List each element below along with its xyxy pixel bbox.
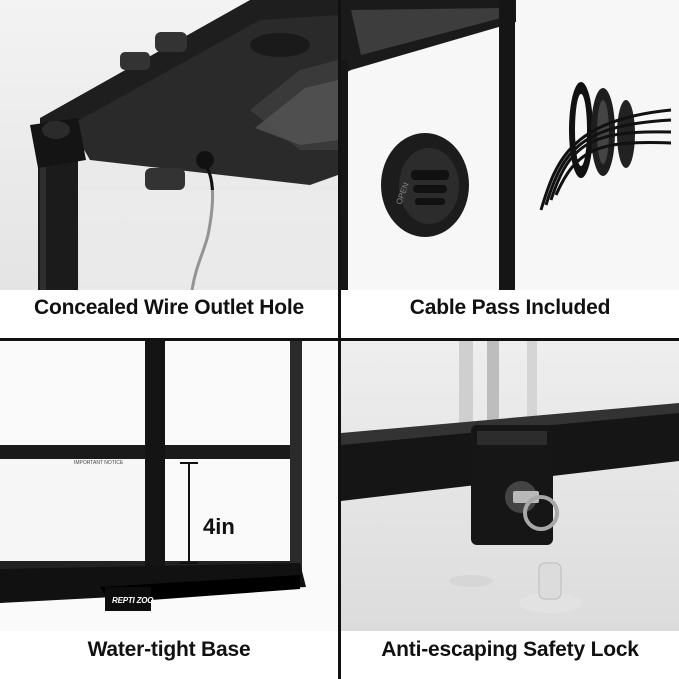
brand-logo-text: REPTI ZOO <box>112 596 154 605</box>
caption-water-tight-base: Water-tight Base <box>87 638 251 661</box>
panel-concealed-wire-outlet: Concealed Wire Outlet Hole <box>0 0 338 338</box>
wire-outlet-photo <box>0 0 338 290</box>
horizontal-divider <box>0 338 679 341</box>
panel-safety-lock: Anti-escaping Safety Lock <box>341 341 679 679</box>
notice-label: IMPORTANT NOTICE <box>74 460 124 466</box>
caption-concealed-wire-outlet: Concealed Wire Outlet Hole <box>34 296 304 319</box>
panel-cable-pass: OPEN Cable Pass Included <box>341 0 679 338</box>
cable-pass-photo: OPEN <box>341 0 679 290</box>
base-height-label: 4in <box>203 514 235 539</box>
caption-safety-lock: Anti-escaping Safety Lock <box>381 638 639 661</box>
caption-cable-pass: Cable Pass Included <box>409 296 611 319</box>
water-tight-base-photo <box>0 341 338 631</box>
safety-lock-photo <box>341 341 679 631</box>
panel-water-tight-base: IMPORTANT NOTICE 4in REPTI ZOO Water-tig… <box>0 341 338 679</box>
